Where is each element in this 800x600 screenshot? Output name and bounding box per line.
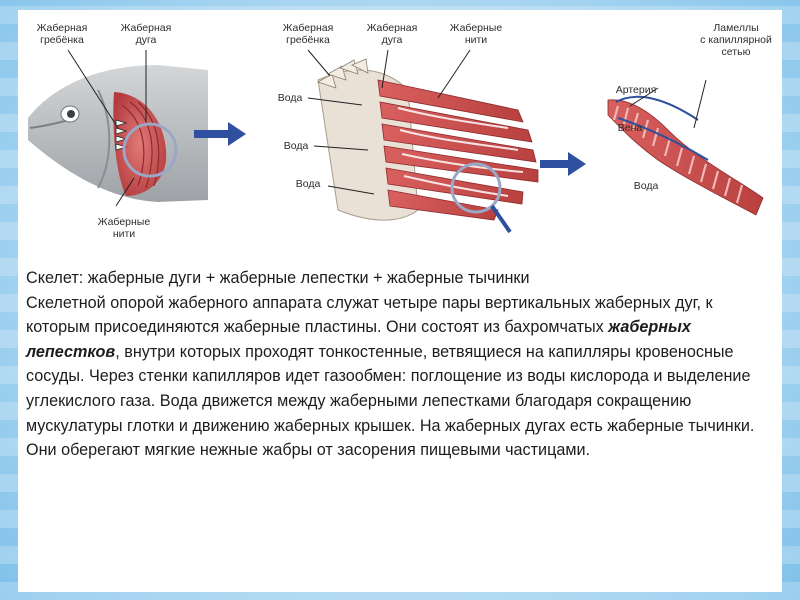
label-water-2: Вода xyxy=(283,140,309,152)
label-lamellae: Ламеллы с капиллярной сетью xyxy=(700,22,772,58)
label-mid-arch: Жаберная дуга xyxy=(366,22,418,46)
paragraph-end: , внутри которых проходят тонкостенные, … xyxy=(26,342,755,460)
label-mid-raker: Жаберная гребёнка xyxy=(282,22,334,46)
gill-diagram: Жаберная гребёнка Жаберная дуга Жаберные… xyxy=(18,10,782,260)
label-artery: Артерия xyxy=(615,84,657,96)
arrow-2 xyxy=(540,152,586,176)
label-water-3: Вода xyxy=(295,178,321,190)
label-mid-filaments: Жаберные нити xyxy=(449,22,503,46)
skeleton-summary: Скелет: жаберные дуги + жаберные лепестк… xyxy=(26,269,530,287)
label-fish-raker: Жаберная гребёнка xyxy=(36,22,88,46)
lamellae-detail xyxy=(607,79,764,216)
body-text: Скелет: жаберные дуги + жаберные лепестк… xyxy=(26,266,776,463)
description-paragraph: Скелетной опорой жаберного аппарата служ… xyxy=(26,291,776,463)
label-fish-arch: Жаберная дуга xyxy=(120,22,172,46)
label-vein: Вена xyxy=(617,122,643,134)
slide: Жаберная гребёнка Жаберная дуга Жаберные… xyxy=(18,10,782,592)
paragraph-start: Скелетной опорой жаберного аппарата служ… xyxy=(26,293,713,337)
label-water-1: Вода xyxy=(277,92,303,104)
label-fish-filaments: Жаберные нити xyxy=(97,216,151,240)
gill-illustration xyxy=(28,49,764,234)
gill-arch-enlarged xyxy=(317,58,539,234)
gill-petals-emphasis: жаберных лепестков xyxy=(26,318,691,361)
arrow-1 xyxy=(194,122,246,146)
label-water-4: Вода xyxy=(633,180,659,192)
fish-head xyxy=(28,65,208,202)
